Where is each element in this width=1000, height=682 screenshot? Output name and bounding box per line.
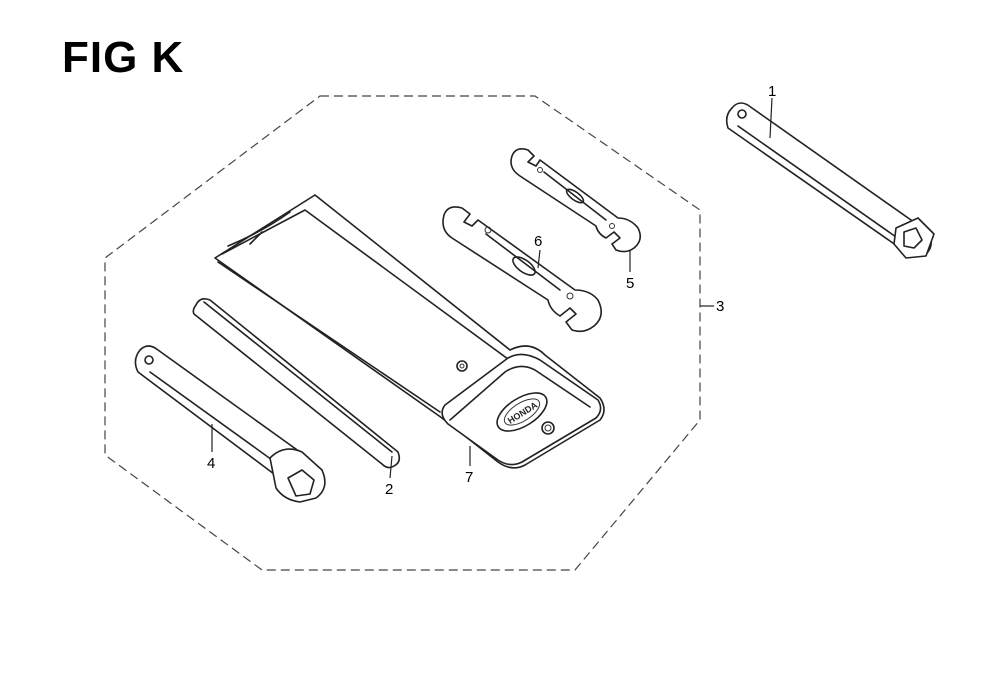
callout-7: 7 xyxy=(465,469,473,486)
handle-bar-part-2 xyxy=(192,298,401,469)
callout-3: 3 xyxy=(716,298,724,315)
callout-5: 5 xyxy=(626,275,634,292)
leader-line-2 xyxy=(389,455,393,479)
open-end-wrench-part-6 xyxy=(442,206,602,333)
callout-4: 4 xyxy=(207,455,215,472)
box-wrench-part-1 xyxy=(725,102,935,259)
leader-line-1 xyxy=(769,97,773,139)
plug-wrench-part-4 xyxy=(134,345,326,503)
tool-kit-boundary xyxy=(104,95,701,571)
callout-1: 1 xyxy=(768,83,776,100)
callout-6: 6 xyxy=(534,233,542,250)
figure-title: FIG K xyxy=(62,33,185,82)
tool-bag-part-7: HONDA xyxy=(214,194,605,469)
leader-line-6 xyxy=(537,249,541,269)
small-open-end-wrench-part-5 xyxy=(510,148,642,253)
callout-2: 2 xyxy=(385,481,393,498)
